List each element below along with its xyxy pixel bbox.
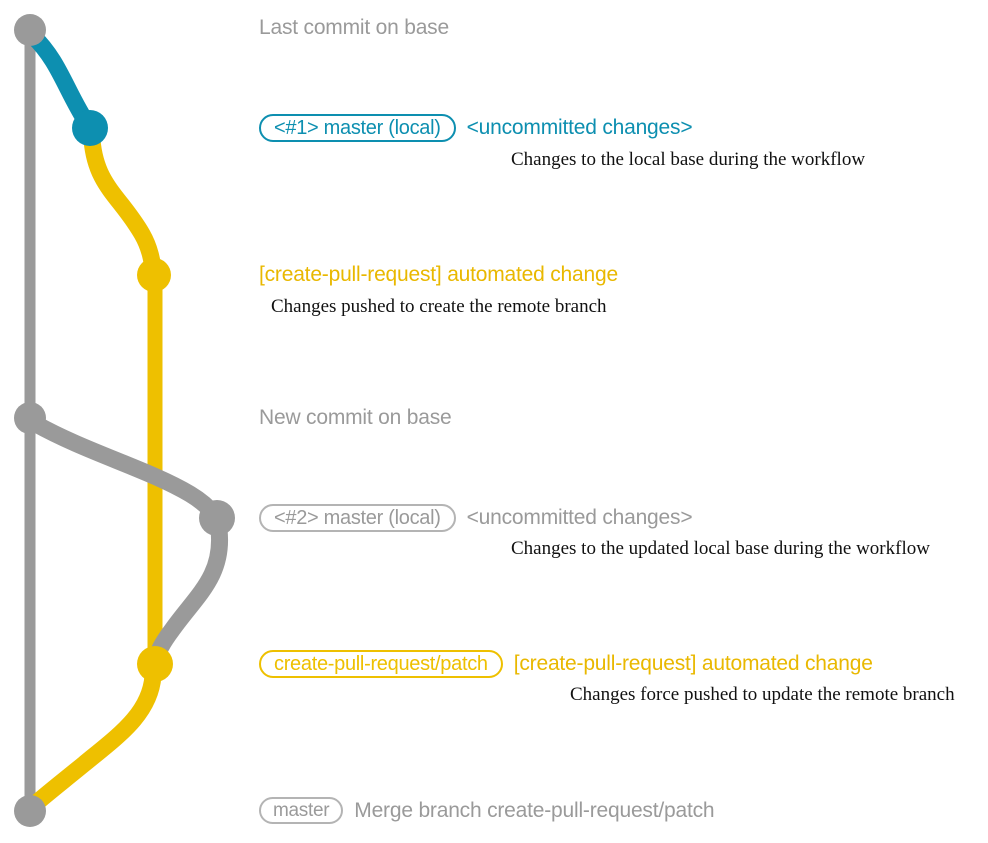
commit-row-local-uncommitted-2: <#2> master (local) <uncommitted changes…	[259, 504, 693, 532]
commit-node-local-1[interactable]	[72, 110, 108, 146]
commit-detail-automated-change-2: Changes force pushed to update the remot…	[570, 684, 955, 705]
ref-pill-master-local-2[interactable]: <#2> master (local)	[259, 504, 456, 532]
local2-to-patch2-line	[146, 521, 229, 673]
commit-detail-local-uncommitted-2: Changes to the updated local base during…	[511, 538, 930, 559]
commit-subject: [create-pull-request] automated change	[513, 652, 873, 675]
commit-row-new-commit-on-base: New commit on base	[259, 406, 452, 430]
patch-merge-line	[24, 667, 162, 815]
commit-detail-automated-change-1: Changes pushed to create the remote bran…	[271, 296, 607, 317]
commit-subject: [create-pull-request] automated change	[259, 263, 618, 286]
commit-node-base-1[interactable]	[14, 14, 46, 46]
commit-row-merge-commit: master Merge branch create-pull-request/…	[259, 797, 715, 824]
commit-subject: Merge branch create-pull-request/patch	[354, 798, 715, 822]
commit-subject: <uncommitted changes>	[466, 506, 693, 529]
commit-row-local-uncommitted-1: <#1> master (local) <uncommitted changes…	[259, 114, 693, 142]
updated-local-branch-line	[27, 415, 226, 527]
commit-node-base-3[interactable]	[14, 795, 46, 827]
commit-detail-local-uncommitted-1: Changes to the local base during the wor…	[511, 149, 866, 170]
commit-subject: Last commit on base	[259, 16, 449, 39]
patch-branch-line-upper	[83, 131, 163, 284]
ref-pill-master[interactable]: master	[259, 797, 344, 824]
ref-pill-create-pull-request-patch[interactable]: create-pull-request/patch	[259, 650, 503, 678]
commit-subject: New commit on base	[259, 406, 452, 429]
commit-node-patch-2[interactable]	[137, 646, 173, 682]
commit-node-local-2[interactable]	[199, 500, 235, 536]
commit-node-patch-1[interactable]	[137, 258, 171, 292]
commit-row-last-commit-on-base: Last commit on base	[259, 16, 449, 40]
commit-node-base-2[interactable]	[14, 402, 46, 434]
commit-subject: <uncommitted changes>	[466, 116, 693, 139]
commit-row-automated-change-1: [create-pull-request] automated change	[259, 263, 618, 287]
ref-pill-master-local-1[interactable]: <#1> master (local)	[259, 114, 456, 142]
commit-row-automated-change-2: create-pull-request/patch [create-pull-r…	[259, 650, 873, 678]
